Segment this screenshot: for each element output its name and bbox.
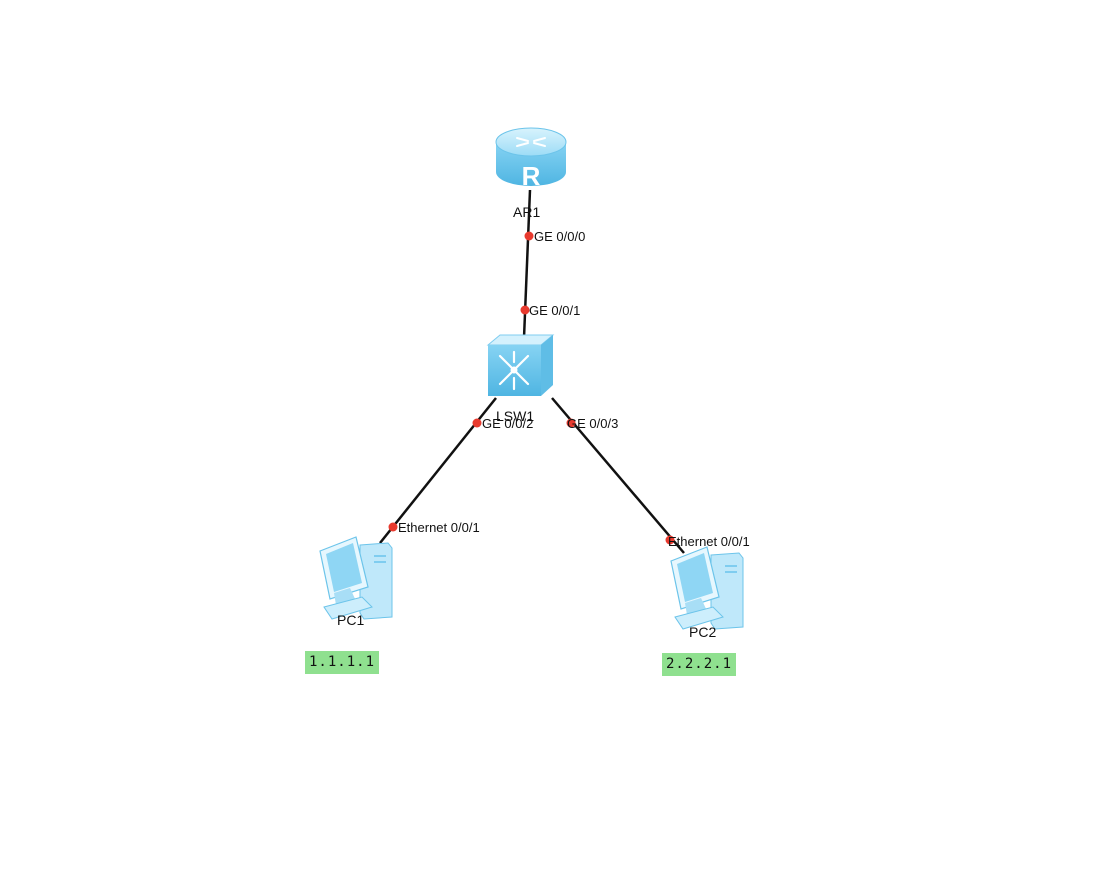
device-label-pc2: PC2 [689, 624, 717, 640]
port-label-pc2-eth001: Ethernet 0/0/1 [668, 534, 750, 549]
port-dot[interactable] [388, 522, 398, 532]
port-dot[interactable] [472, 418, 482, 428]
port-dot[interactable] [566, 418, 576, 428]
ip-label-pc2: 2.2.2.1 [662, 653, 737, 676]
ip-label-pc1: 1.1.1.1 [305, 651, 380, 674]
port-label-pc1-eth001: Ethernet 0/0/1 [398, 520, 480, 535]
port-label-lsw1-ge001: GE 0/0/1 [529, 303, 581, 318]
device-label-pc1: PC1 [337, 612, 365, 628]
pc-icon[interactable] [319, 536, 393, 620]
port-dot[interactable] [524, 231, 534, 241]
svg-text:R: R [522, 161, 541, 191]
port-label-ar1-ge000: GE 0/0/0 [534, 229, 586, 244]
device-label-lsw1: LSW1 [496, 408, 535, 424]
port-label-lsw1-ge002: GE 0/0/2 [482, 416, 534, 431]
device-label-ar1: AR1 [513, 204, 541, 220]
router-icon[interactable]: R [495, 127, 567, 191]
switch-icon[interactable] [486, 334, 555, 396]
port-label-lsw1-ge003: GE 0/0/3 [567, 416, 619, 431]
port-dot[interactable] [665, 535, 675, 545]
pc-icon[interactable] [670, 546, 744, 630]
port-dot[interactable] [520, 305, 530, 315]
